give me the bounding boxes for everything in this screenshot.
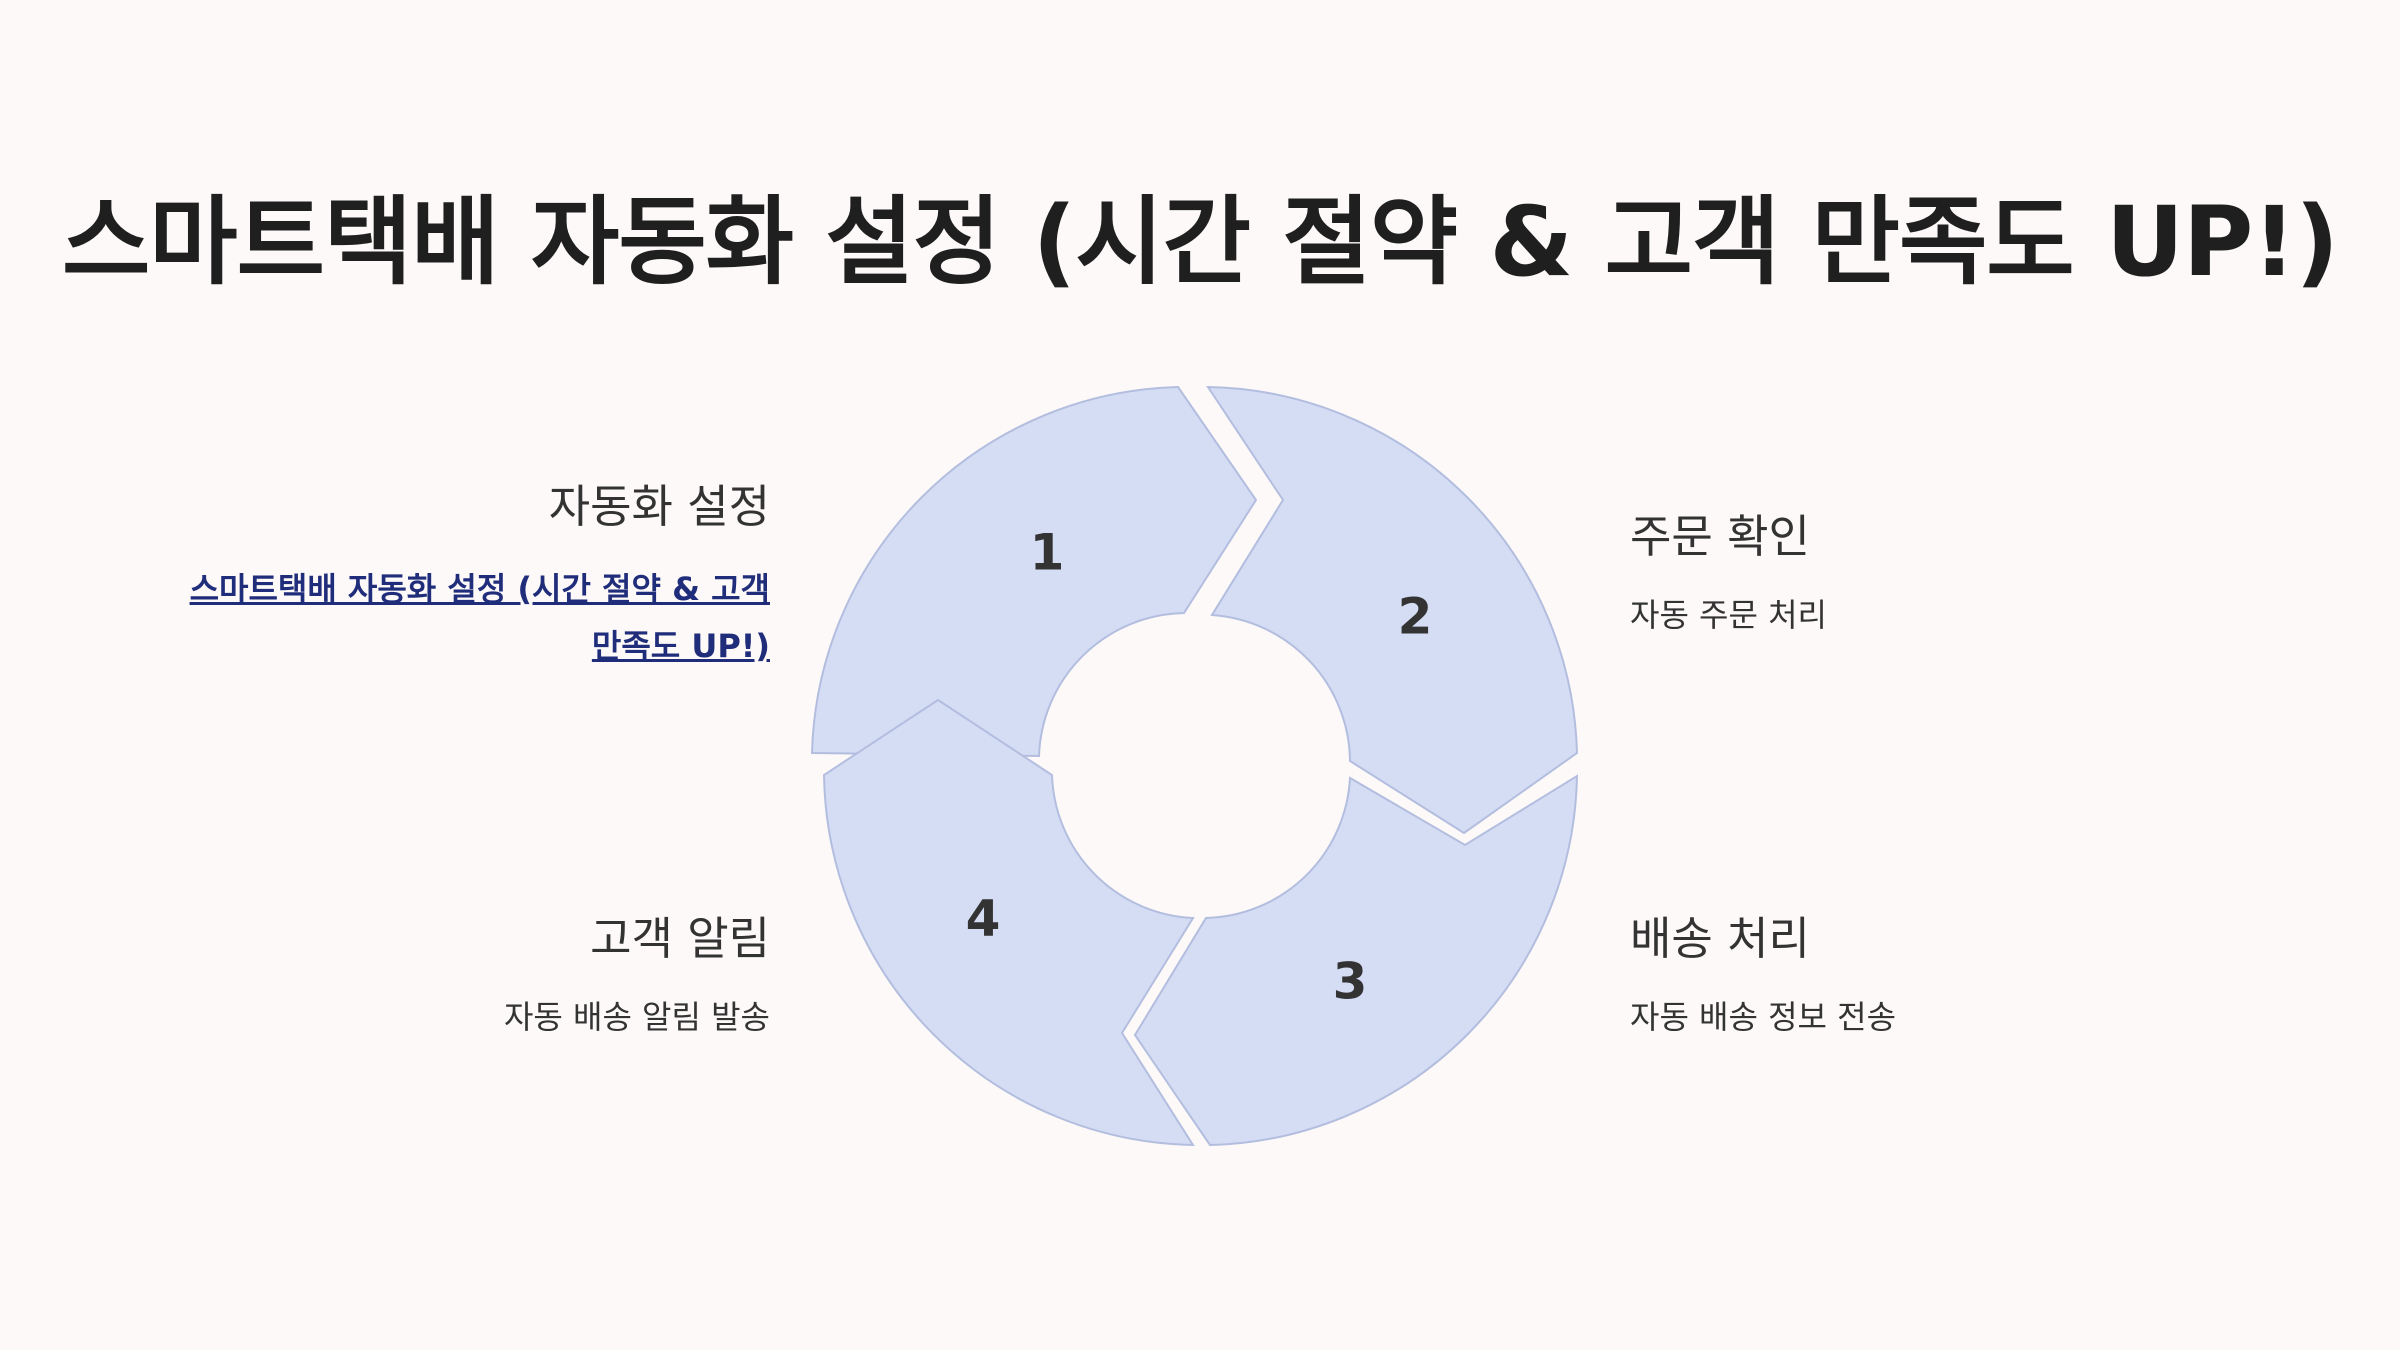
step-1-text: 자동화 설정 스마트택배 자동화 설정 (시간 절약 & 고객 만족도 UP!) [170, 478, 770, 676]
step-2-description: 자동 주문 처리 [1630, 595, 1827, 634]
step-4-title: 고객 알림 [590, 912, 770, 965]
step-3-title: 배송 처리 [1630, 912, 1810, 965]
step-1-number: 1 [1030, 524, 1065, 582]
cycle-segment-3[interactable] [1133, 774, 1579, 1147]
step-4-description: 자동 배송 알림 발송 [503, 997, 770, 1036]
cycle-segment-4[interactable] [822, 698, 1195, 1147]
step-4-number: 4 [966, 890, 1001, 948]
step-3-number: 3 [1333, 953, 1368, 1011]
step-1-title: 자동화 설정 [548, 480, 770, 533]
step-3-text: 배송 처리 자동 배송 정보 전송 [1630, 910, 2230, 1041]
step-3-description: 자동 배송 정보 전송 [1630, 997, 1897, 1036]
step-1-link[interactable]: 스마트택배 자동화 설정 (시간 절약 & 고객 만족도 UP!) [189, 569, 770, 666]
step-4-text: 고객 알림 자동 배송 알림 발송 [170, 910, 770, 1041]
step-2-text: 주문 확인 자동 주문 처리 [1630, 508, 2230, 639]
cycle-segment-1[interactable] [810, 385, 1258, 758]
cycle-segment-2[interactable] [1206, 385, 1579, 835]
step-2-title: 주문 확인 [1630, 510, 1810, 563]
step-2-number: 2 [1398, 588, 1433, 646]
slide-title: 스마트택배 자동화 설정 (시간 절약 & 고객 만족도 UP!) [61, 186, 2339, 298]
